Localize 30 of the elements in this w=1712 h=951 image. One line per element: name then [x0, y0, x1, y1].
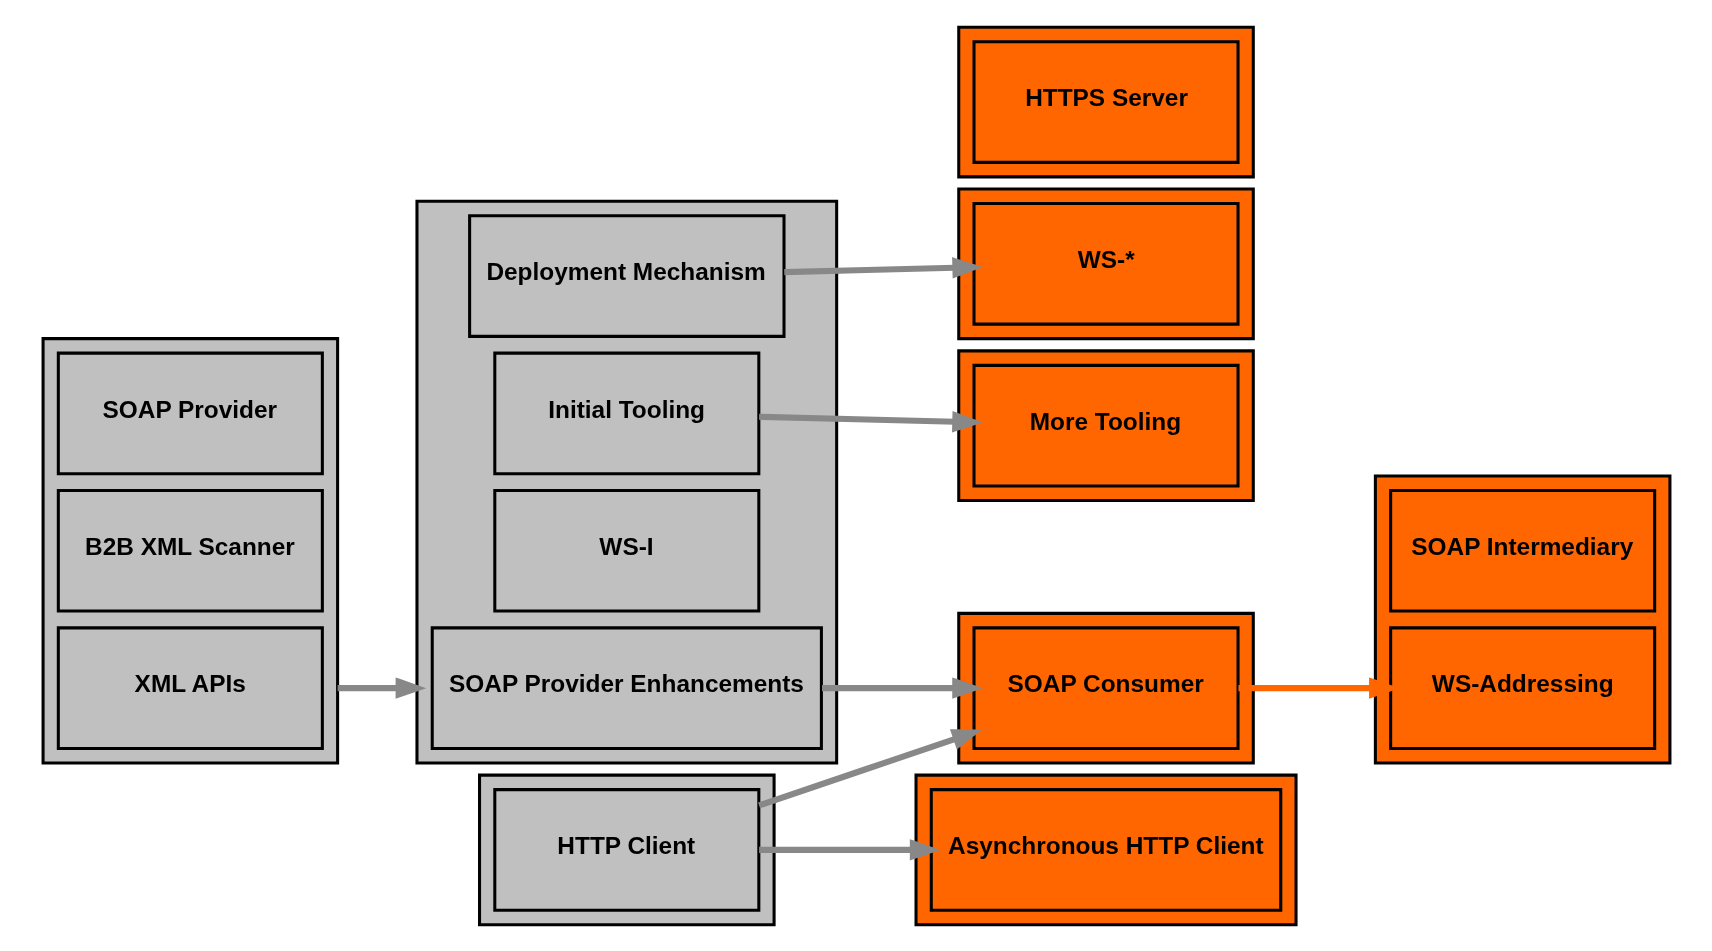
- node-box: Asynchronous HTTP Client: [929, 787, 1282, 912]
- cluster: [956, 25, 1255, 178]
- node-box: More Tooling: [972, 363, 1240, 487]
- cluster: [956, 348, 1255, 502]
- cluster: [477, 773, 776, 926]
- cluster: [414, 199, 838, 764]
- arrow: [758, 410, 983, 432]
- node-box: B2B XML Scanner: [56, 488, 324, 613]
- node-box: XML APIs: [56, 625, 324, 750]
- node-box: HTTPS Server: [972, 39, 1240, 164]
- node-box: HTTP Client: [492, 787, 760, 912]
- node-box: SOAP Consumer: [972, 625, 1240, 750]
- node-box: SOAP Provider Enhancements: [430, 625, 823, 750]
- node-box: WS-Addressing: [1388, 625, 1656, 750]
- arrow: [783, 256, 983, 278]
- cluster: [1373, 473, 1671, 764]
- node-box: Initial Tooling: [492, 351, 760, 475]
- node-box: WS-I: [492, 488, 760, 613]
- cluster: [956, 187, 1255, 340]
- arrow: [337, 676, 426, 699]
- node-box: WS-*: [972, 201, 1240, 326]
- arrow: [758, 838, 940, 861]
- node-box: SOAP Intermediary: [1388, 488, 1656, 613]
- node-box: SOAP Provider: [56, 351, 324, 475]
- cluster: [41, 336, 339, 764]
- cluster: [956, 611, 1255, 764]
- cluster: [914, 773, 1298, 926]
- node-box: Deployment Mechanism: [467, 213, 786, 338]
- arrow: [757, 728, 982, 808]
- arrow: [821, 676, 983, 699]
